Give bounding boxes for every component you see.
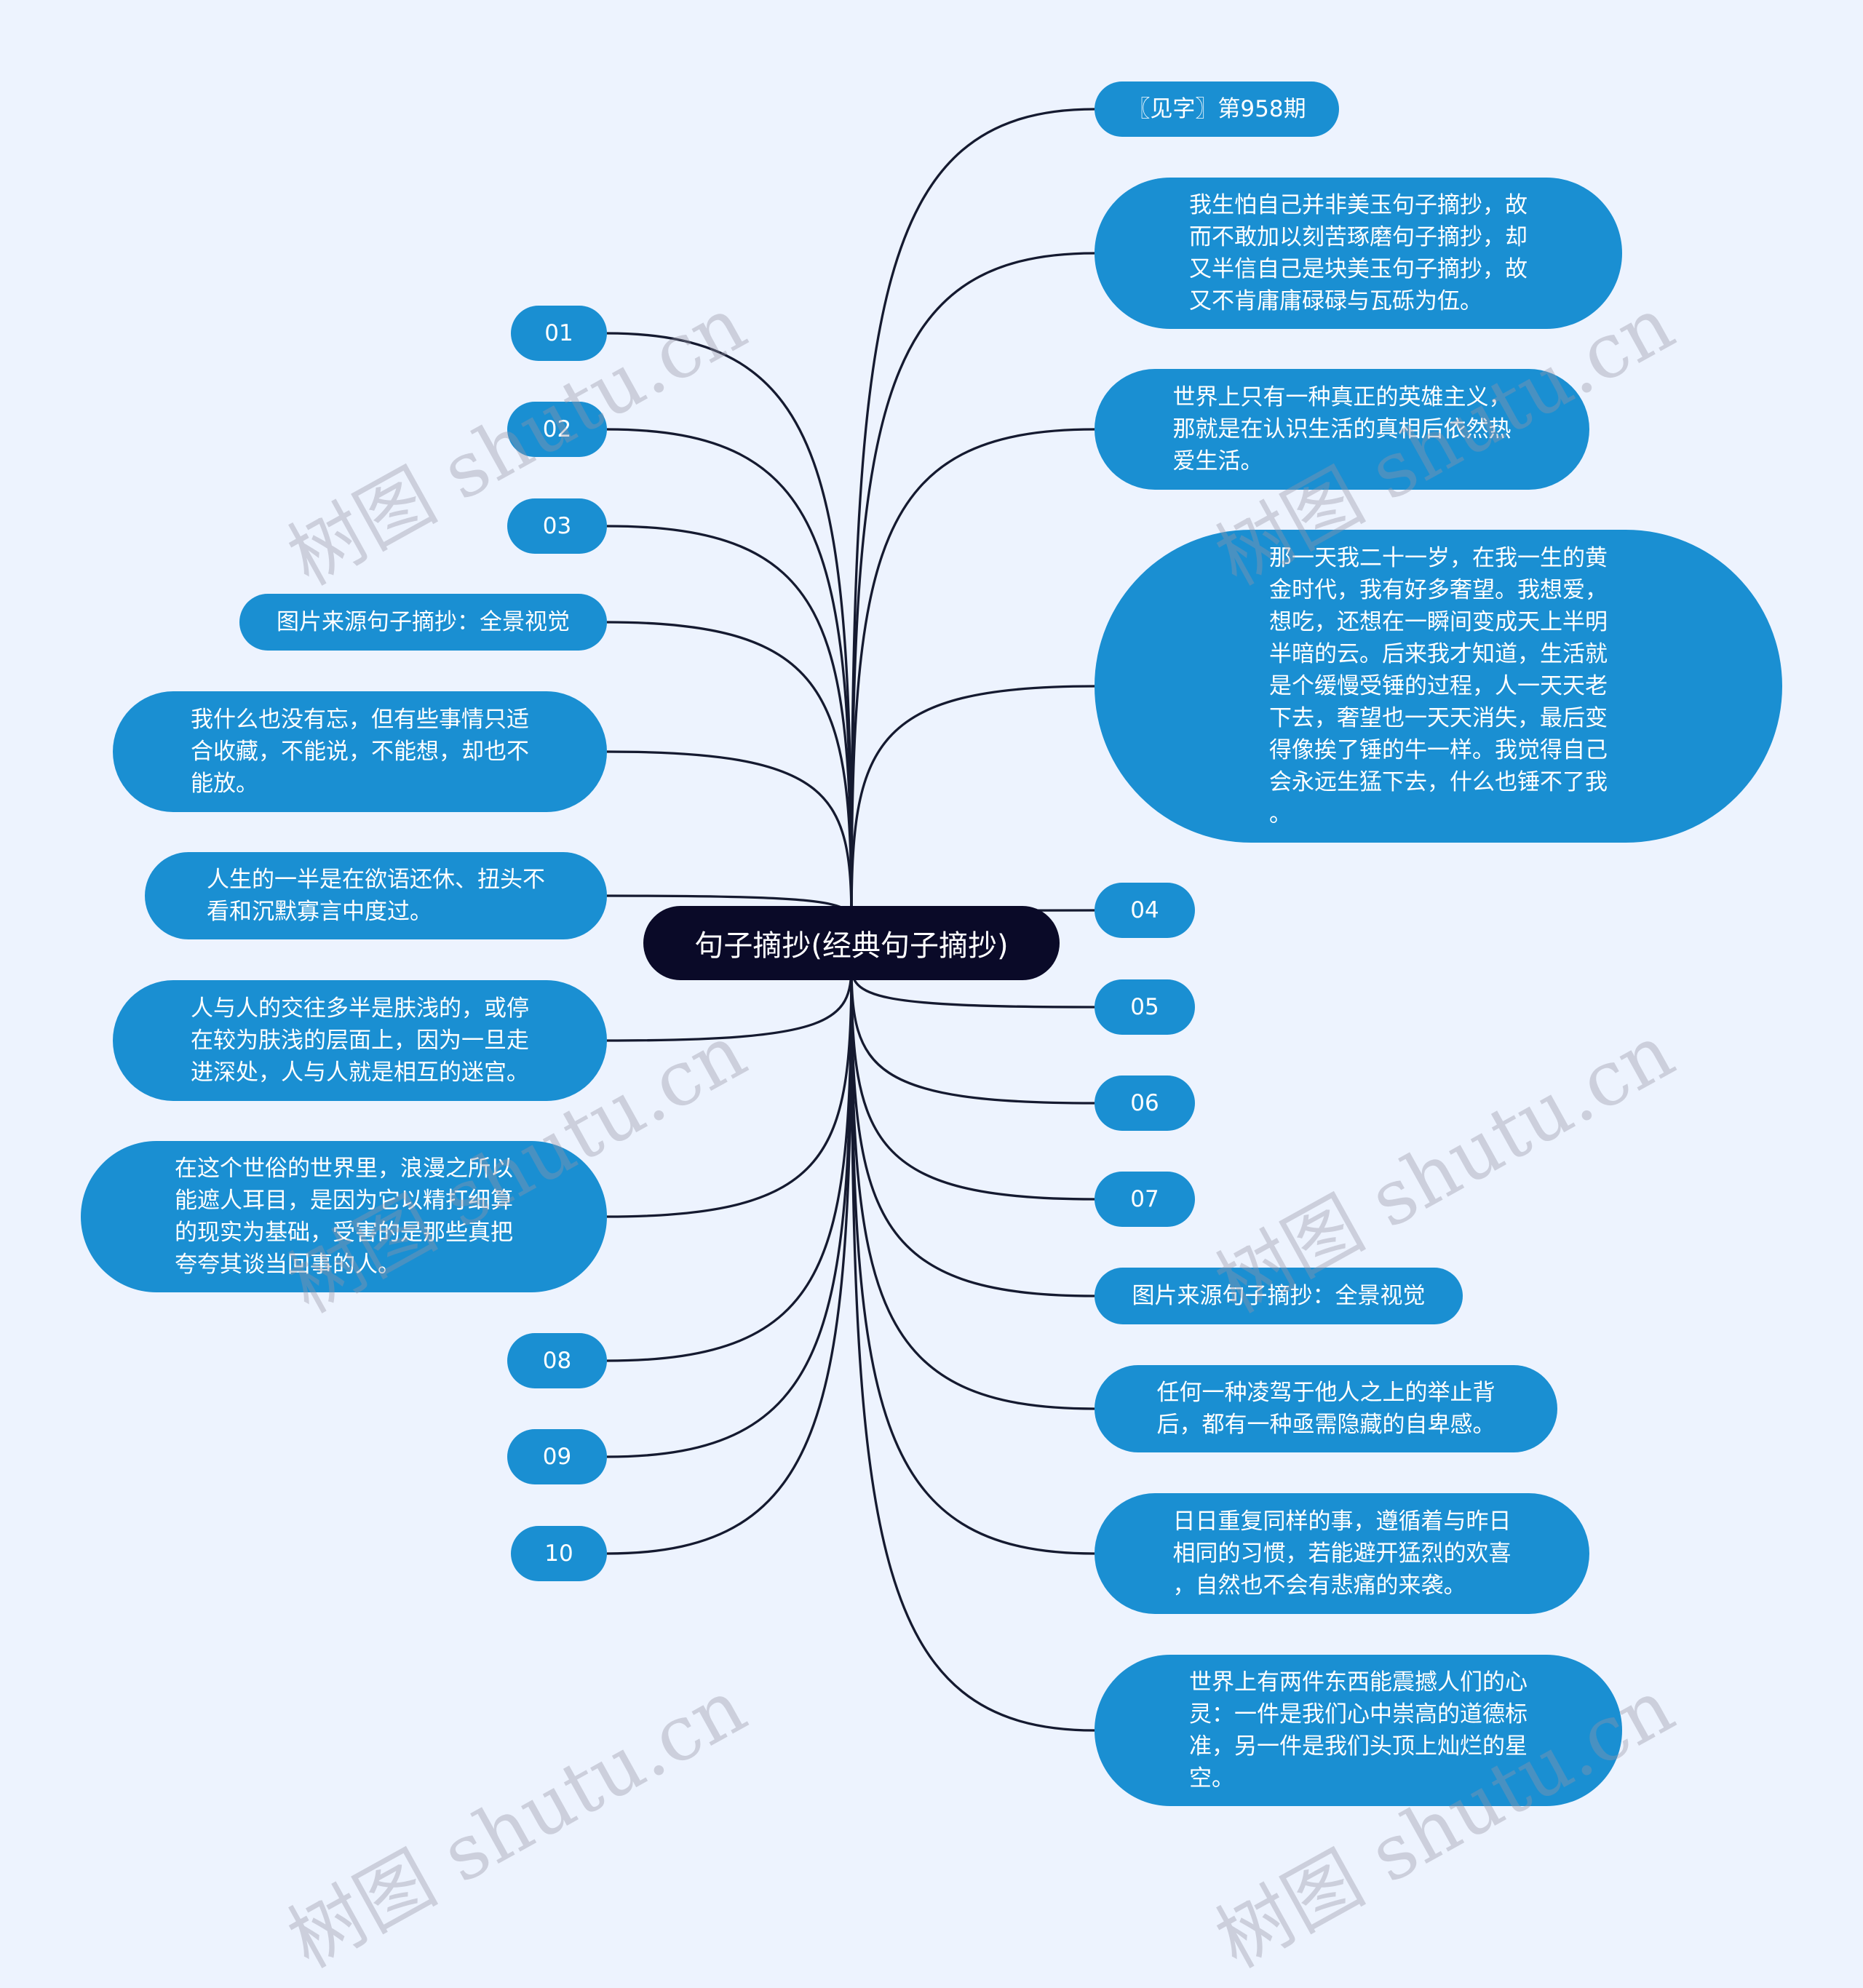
node-label: 〖见字〗第958期 (1127, 96, 1306, 122)
left-connector (606, 964, 853, 1555)
right-node-quote-stars[interactable]: 世界上有两件东西能震撼人们的心 灵：一件是我们心中崇高的道德标 准，另一件是我们… (1095, 1655, 1622, 1806)
right-node-quote-inferiority[interactable]: 任何一种凌驾于他人之上的举止背 后，都有一种亟需隐藏的自卑感。 (1095, 1365, 1557, 1452)
node-label: 01 (544, 320, 573, 346)
mind-map-canvas: 句子摘抄(经典句子摘抄) 01 02 03 图片来源句子摘抄：全景视觉 我什么也… (81, 81, 1782, 1985)
left-node-quote-maze[interactable]: 人与人的交往多半是肤浅的，或停 在较为肤浅的层面上，因为一旦走 进深处，人与人就… (113, 980, 607, 1101)
left-node-09[interactable]: 09 (507, 1429, 607, 1484)
node-label: 人与人的交往多半是肤浅的，或停 在较为肤浅的层面上，因为一旦走 进深处，人与人就… (191, 995, 529, 1086)
root-node-label: 句子摘抄(经典句子摘抄) (694, 929, 1009, 963)
node-label: 06 (1130, 1090, 1159, 1116)
right-connector (850, 252, 1095, 922)
right-connector (850, 428, 1095, 922)
right-node-quote-heroism[interactable]: 世界上只有一种真正的英雄主义， 那就是在认识生活的真相后依然热 爱生活。 (1095, 369, 1589, 490)
node-label: 图片来源句子摘抄：全景视觉 (277, 609, 570, 635)
right-node-quote-habits[interactable]: 日日重复同样的事，遵循着与昨日 相同的习惯，若能避开猛烈的欢喜 ，自然也不会有悲… (1095, 1493, 1589, 1614)
left-node-02[interactable]: 02 (507, 402, 607, 457)
right-connector (850, 964, 1095, 1410)
node-label: 02 (542, 416, 572, 442)
right-node-04[interactable]: 04 (1095, 883, 1195, 938)
right-node-issue[interactable]: 〖见字〗第958期 (1095, 81, 1339, 137)
right-connector (850, 685, 1095, 922)
node-label: 05 (1130, 994, 1159, 1020)
node-label: 在这个世俗的世界里，浪漫之所以 能遮人耳目，是因为它以精打细算 的现实为基础，受… (175, 1156, 513, 1278)
right-connector (850, 964, 1095, 1555)
node-label: 日日重复同样的事，遵循着与昨日 相同的习惯，若能避开猛烈的欢喜 ，自然也不会有悲… (1172, 1508, 1512, 1599)
left-connector (606, 621, 853, 922)
node-label: 10 (544, 1540, 573, 1567)
right-connector (850, 108, 1095, 922)
right-node-quote-golden-age[interactable]: 那一天我二十一岁，在我一生的黄 金时代，我有好多奢望。我想爱， 想吃，还想在一瞬… (1095, 530, 1782, 843)
left-connector (606, 750, 853, 922)
left-node-10[interactable]: 10 (511, 1526, 607, 1581)
left-connector (606, 964, 853, 1218)
node-label: 09 (542, 1444, 572, 1470)
left-node-quote-romance[interactable]: 在这个世俗的世界里，浪漫之所以 能遮人耳目，是因为它以精打细算 的现实为基础，受… (81, 1141, 607, 1292)
node-label: 人生的一半是在欲语还休、扭头不 看和沉默寡言中度过。 (207, 867, 545, 925)
node-label: 我生怕自己并非美玉句子摘抄，故 而不敢加以刻苦琢磨句子摘抄，却 又半信自己是块美… (1189, 192, 1528, 314)
right-node-image-source[interactable]: 图片来源句子摘抄：全景视觉 (1095, 1268, 1463, 1324)
right-connector (850, 964, 1095, 1201)
node-label: 03 (542, 513, 572, 539)
node-label: 图片来源句子摘抄：全景视觉 (1132, 1283, 1426, 1309)
node-label: 04 (1130, 897, 1159, 923)
right-node-quote-jade[interactable]: 我生怕自己并非美玉句子摘抄，故 而不敢加以刻苦琢磨句子摘抄，却 又半信自己是块美… (1095, 178, 1622, 329)
right-node-05[interactable]: 05 (1095, 979, 1195, 1035)
left-connector (606, 428, 853, 922)
node-label: 任何一种凌驾于他人之上的举止背 后，都有一种亟需隐藏的自卑感。 (1156, 1380, 1495, 1438)
left-connector (606, 964, 853, 1042)
node-label: 世界上只有一种真正的英雄主义， 那就是在认识生活的真相后依然热 爱生活。 (1172, 384, 1512, 474)
right-connector (850, 964, 1095, 1732)
left-node-03[interactable]: 03 (507, 498, 607, 554)
node-label: 我什么也没有忘，但有些事情只适 合收藏，不能说，不能想，却也不 能放。 (191, 707, 529, 797)
left-node-08[interactable]: 08 (507, 1333, 607, 1388)
node-label: 那一天我二十一岁，在我一生的黄 金时代，我有好多奢望。我想爱， 想吃，还想在一瞬… (1269, 545, 1608, 827)
left-connector (606, 525, 853, 922)
right-connector (850, 964, 1095, 1297)
left-node-image-source[interactable]: 图片来源句子摘抄：全景视觉 (239, 594, 607, 651)
node-label: 07 (1130, 1186, 1159, 1212)
left-connector (606, 332, 853, 922)
node-label: 世界上有两件东西能震撼人们的心 灵：一件是我们心中崇高的道德标 准，另一件是我们… (1189, 1669, 1528, 1792)
right-node-06[interactable]: 06 (1095, 1075, 1195, 1131)
right-node-07[interactable]: 07 (1095, 1172, 1195, 1227)
left-node-01[interactable]: 01 (511, 306, 607, 361)
right-connector (850, 964, 1095, 1105)
left-node-quote-half-life[interactable]: 人生的一半是在欲语还休、扭头不 看和沉默寡言中度过。 (145, 852, 607, 939)
node-label: 08 (542, 1348, 572, 1374)
root-node[interactable]: 句子摘抄(经典句子摘抄) (643, 906, 1060, 980)
left-node-quote-forget[interactable]: 我什么也没有忘，但有些事情只适 合收藏，不能说，不能想，却也不 能放。 (113, 691, 607, 812)
